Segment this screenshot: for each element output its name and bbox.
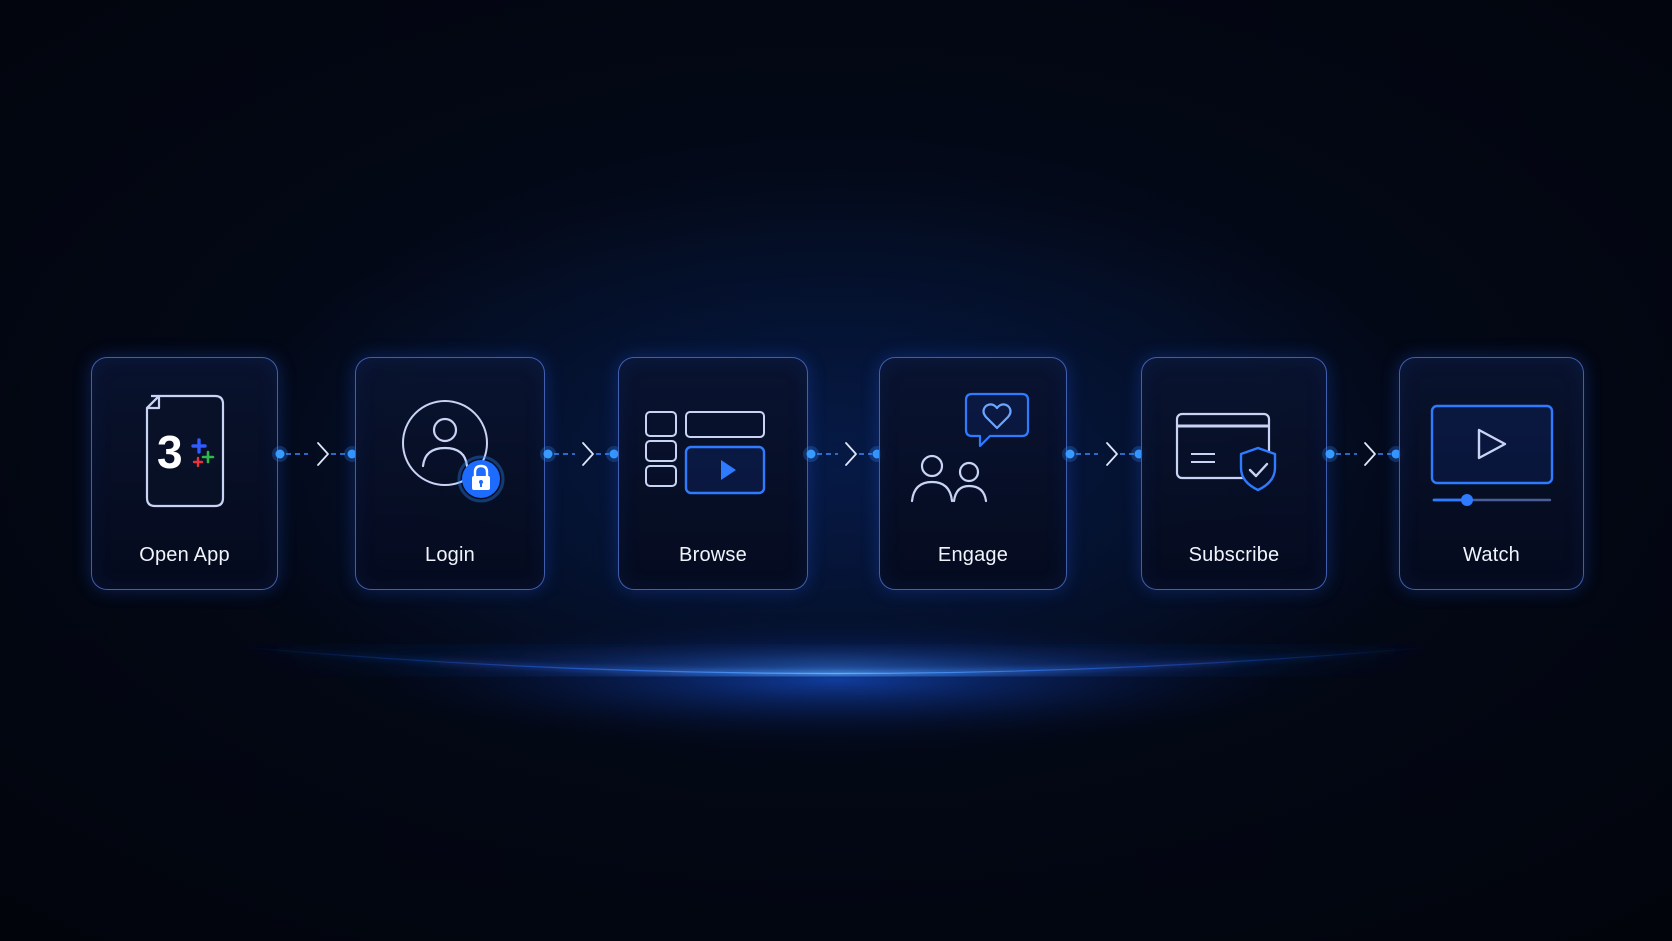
play-icon: [1477, 428, 1506, 460]
step-label: Subscribe: [1188, 544, 1280, 566]
progress-knob: [1460, 494, 1473, 506]
step-label: Browse: [679, 544, 747, 566]
app-document-icon: 3: [145, 394, 224, 508]
plus-green-icon: [201, 450, 214, 464]
connector-1: [272, 440, 360, 468]
checkmark-icon: [1248, 462, 1269, 478]
step-card-engage[interactable]: Engage: [879, 357, 1067, 590]
connector-2: [540, 440, 622, 468]
connector-4: [1062, 440, 1147, 468]
shield-icon: [1239, 446, 1277, 492]
step-label: Engage: [937, 544, 1009, 566]
app-badge-number: 3: [157, 426, 183, 478]
plus-red-icon: [192, 456, 203, 468]
video-player-icon: [1430, 404, 1553, 506]
play-icon: [721, 460, 736, 480]
step-label: Open App: [139, 544, 230, 566]
user-lock-icon: [402, 400, 505, 503]
step-label: Login: [425, 544, 475, 566]
chevron-right-icon: [317, 442, 329, 466]
step-card-watch[interactable]: Watch: [1399, 357, 1584, 590]
card-shield-check-icon: [1175, 412, 1277, 492]
chevron-right-icon: [845, 442, 857, 466]
step-card-open-app[interactable]: 3 Open App: [91, 357, 278, 590]
plus-blue-icon: [190, 438, 207, 454]
chevron-right-icon: [1364, 442, 1376, 466]
step-label: Watch: [1463, 544, 1520, 566]
connector-5: [1322, 440, 1404, 468]
padlock-icon: [472, 464, 490, 490]
step-card-login[interactable]: Login: [355, 357, 545, 590]
chevron-right-icon: [1106, 442, 1118, 466]
heart-icon: [982, 403, 1012, 430]
step-card-browse[interactable]: Browse: [618, 357, 808, 590]
browse-grid-play-icon: [645, 411, 766, 495]
step-card-subscribe[interactable]: Subscribe: [1141, 357, 1327, 590]
people-heart-chat-icon: [910, 392, 1030, 503]
chevron-right-icon: [582, 442, 594, 466]
connector-3: [803, 440, 885, 468]
